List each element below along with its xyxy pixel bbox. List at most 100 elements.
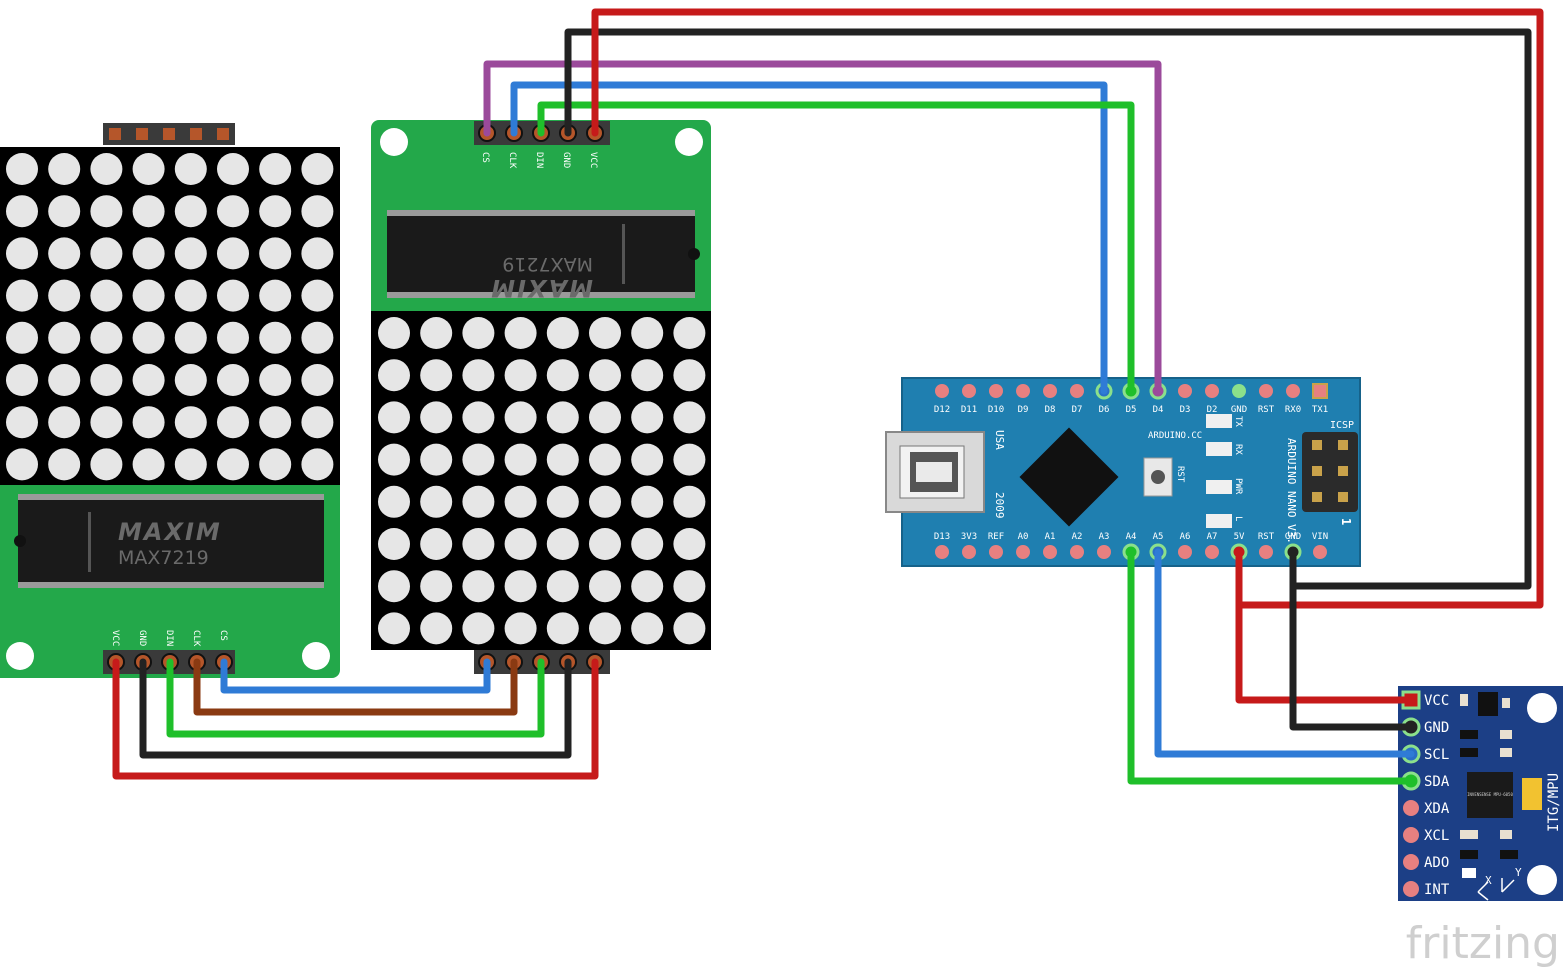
mpu-lbl-sda: SDA <box>1424 774 1450 790</box>
led-dot <box>174 406 207 439</box>
nano-led-l: L <box>1233 516 1243 521</box>
led-dot <box>631 359 664 392</box>
led-dot <box>259 406 292 439</box>
nano-pin-d7 <box>1070 384 1084 398</box>
led-dot <box>462 359 495 392</box>
wire-black-mpu-gnd <box>1289 548 1415 731</box>
led-dot <box>6 321 38 354</box>
wire-red-mpu-vcc <box>1235 548 1415 704</box>
led-dot <box>217 448 249 481</box>
led-dot <box>301 448 334 481</box>
led-dot <box>504 359 537 392</box>
led-dot <box>48 321 81 354</box>
nano-lbl-tx1: TX1 <box>1312 405 1328 415</box>
led-dot <box>132 406 165 439</box>
led-dot <box>546 612 579 645</box>
led-dot <box>378 485 410 518</box>
nano-lbl-5v: 5V <box>1234 532 1245 542</box>
right-chip-model: MAX7219 <box>502 253 593 275</box>
led-dot <box>673 317 706 349</box>
led-dot <box>132 279 165 312</box>
led-dot <box>378 443 410 476</box>
led-dot <box>420 612 453 645</box>
nano-pin-d9 <box>1016 384 1030 398</box>
nano-pin-a7 <box>1205 545 1219 559</box>
nano-pin-rx0 <box>1286 384 1300 398</box>
led-dot <box>217 153 249 185</box>
led-dot <box>90 406 123 439</box>
led-dot <box>420 485 453 518</box>
right-pin-label-din: DIN <box>534 152 544 168</box>
led-dot <box>589 570 621 603</box>
led-dot <box>174 321 207 354</box>
led-dot <box>546 528 579 560</box>
nano-pin-ref <box>989 545 1003 559</box>
nano-status-leds <box>1206 414 1232 528</box>
led-dot <box>174 279 207 312</box>
left-pin-label-cs: CS <box>218 630 228 641</box>
nano-lbl-d6: D6 <box>1099 405 1110 415</box>
led-dot <box>301 406 334 439</box>
led-dot <box>420 570 453 603</box>
led-dot <box>462 485 495 518</box>
left-led-matrix <box>0 147 340 485</box>
wire-blue-clk-right <box>510 81 1108 395</box>
nano-lbl-a1: A1 <box>1045 532 1056 542</box>
led-dot <box>6 279 38 312</box>
left-pin-label-gnd: GND <box>137 630 147 646</box>
right-led-matrix <box>371 311 711 650</box>
led-dot <box>378 401 410 434</box>
led-dot <box>420 528 453 560</box>
nano-lbl-d3: D3 <box>1180 405 1191 415</box>
led-dot <box>6 406 38 439</box>
nano-led-tx: TX <box>1233 416 1243 427</box>
mpu-pin-ado <box>1403 854 1419 870</box>
nano-top-pin-labels: D12 D11 D10 D9 D8 D7 D6 D5 D4 D3 D2 GND … <box>934 405 1328 415</box>
nano-pin-a1 <box>1043 545 1057 559</box>
led-dot <box>90 448 123 481</box>
nano-pin-rst-bottom <box>1259 545 1273 559</box>
led-dot <box>301 195 334 228</box>
right-max7219-chip: MAX7219 MAXIM <box>387 210 700 302</box>
led-dot <box>462 401 495 434</box>
led-dot <box>462 443 495 476</box>
mpu-lbl-xcl: XCL <box>1424 828 1449 844</box>
led-dot <box>90 321 123 354</box>
nano-lbl-d5: D5 <box>1126 405 1137 415</box>
led-dot <box>462 570 495 603</box>
mpu-smd-parts <box>1460 692 1518 878</box>
led-dot <box>301 364 334 396</box>
led-dot <box>217 279 249 312</box>
wire-green-din-right <box>537 101 1135 395</box>
led-dot <box>132 195 165 228</box>
led-dot <box>673 528 706 560</box>
led-dot <box>217 364 249 396</box>
led-dot <box>378 317 410 349</box>
mpu-chip-label: INVENSENSE MPU-6050 <box>1467 792 1513 797</box>
led-dot <box>6 153 38 185</box>
nano-reset-button[interactable] <box>1143 457 1173 497</box>
led-dot <box>378 359 410 392</box>
led-dot <box>462 612 495 645</box>
nano-lbl-a0: A0 <box>1018 532 1029 542</box>
nano-lbl-d11: D11 <box>961 405 977 415</box>
nano-led-rx: RX <box>1233 444 1243 455</box>
led-dot <box>546 570 579 603</box>
nano-lbl-a7: A7 <box>1207 532 1218 542</box>
led-dot <box>6 237 38 270</box>
left-pin-label-vcc: VCC <box>110 630 120 646</box>
wire-blue-mpu-scl <box>1154 548 1415 758</box>
left-pin-label-din: DIN <box>164 630 174 646</box>
left-max7219-chip: MAXIM MAX7219 <box>14 494 324 588</box>
led-dot <box>174 153 207 185</box>
nano-pin-a0 <box>1016 545 1030 559</box>
left-chip-brand: MAXIM <box>118 518 222 546</box>
nano-pin-d11 <box>962 384 976 398</box>
nano-pin-d8 <box>1043 384 1057 398</box>
led-dot <box>546 401 579 434</box>
led-dot <box>259 448 292 481</box>
led-dot <box>217 195 249 228</box>
nano-lbl-3v3: 3V3 <box>961 532 977 542</box>
mpu-pin-int <box>1403 881 1419 897</box>
led-dot <box>90 364 123 396</box>
